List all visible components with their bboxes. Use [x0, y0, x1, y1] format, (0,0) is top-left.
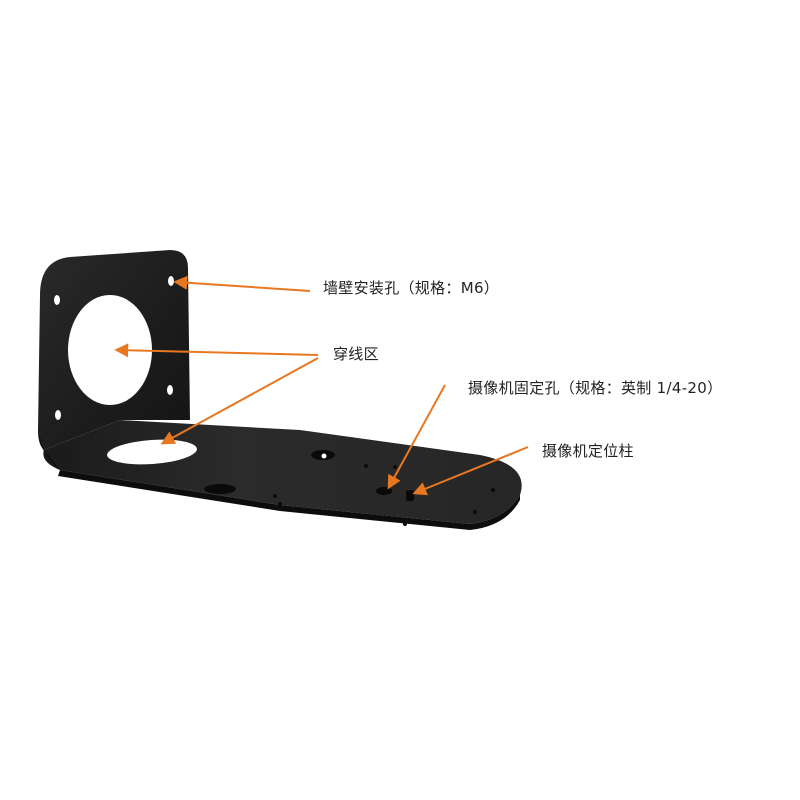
wall-mount-hole	[167, 385, 173, 395]
arrow-cable-area-wall	[114, 343, 319, 358]
cable-pass-hole-wall	[68, 295, 152, 405]
wall-mount-hole	[168, 276, 174, 286]
callout-camera-positioning-post: 摄像机定位柱	[542, 442, 634, 460]
arrow-positioning-post	[412, 446, 529, 496]
wall-mount-hole	[54, 295, 60, 305]
wall-mount-hole	[55, 410, 61, 420]
callout-wall-mount-hole: 墙壁安装孔（规格：M6）	[323, 279, 500, 297]
bracket-vertical-plate	[38, 250, 190, 470]
cable-pass-hole-base	[107, 439, 197, 465]
arrow-camera-fixing-hole	[387, 384, 446, 490]
camera-positioning-post	[406, 490, 414, 501]
callout-camera-fixing-hole: 摄像机固定孔（规格：英制 1/4-20）	[468, 379, 723, 397]
camera-fixing-hole	[376, 487, 392, 495]
arrow-cable-area-base	[160, 357, 319, 445]
bracket-base-plate	[43, 420, 522, 530]
callout-arrows	[114, 275, 529, 496]
arrow-wall-mount-hole	[173, 275, 311, 292]
callout-cable-pass-area: 穿线区	[333, 345, 379, 363]
